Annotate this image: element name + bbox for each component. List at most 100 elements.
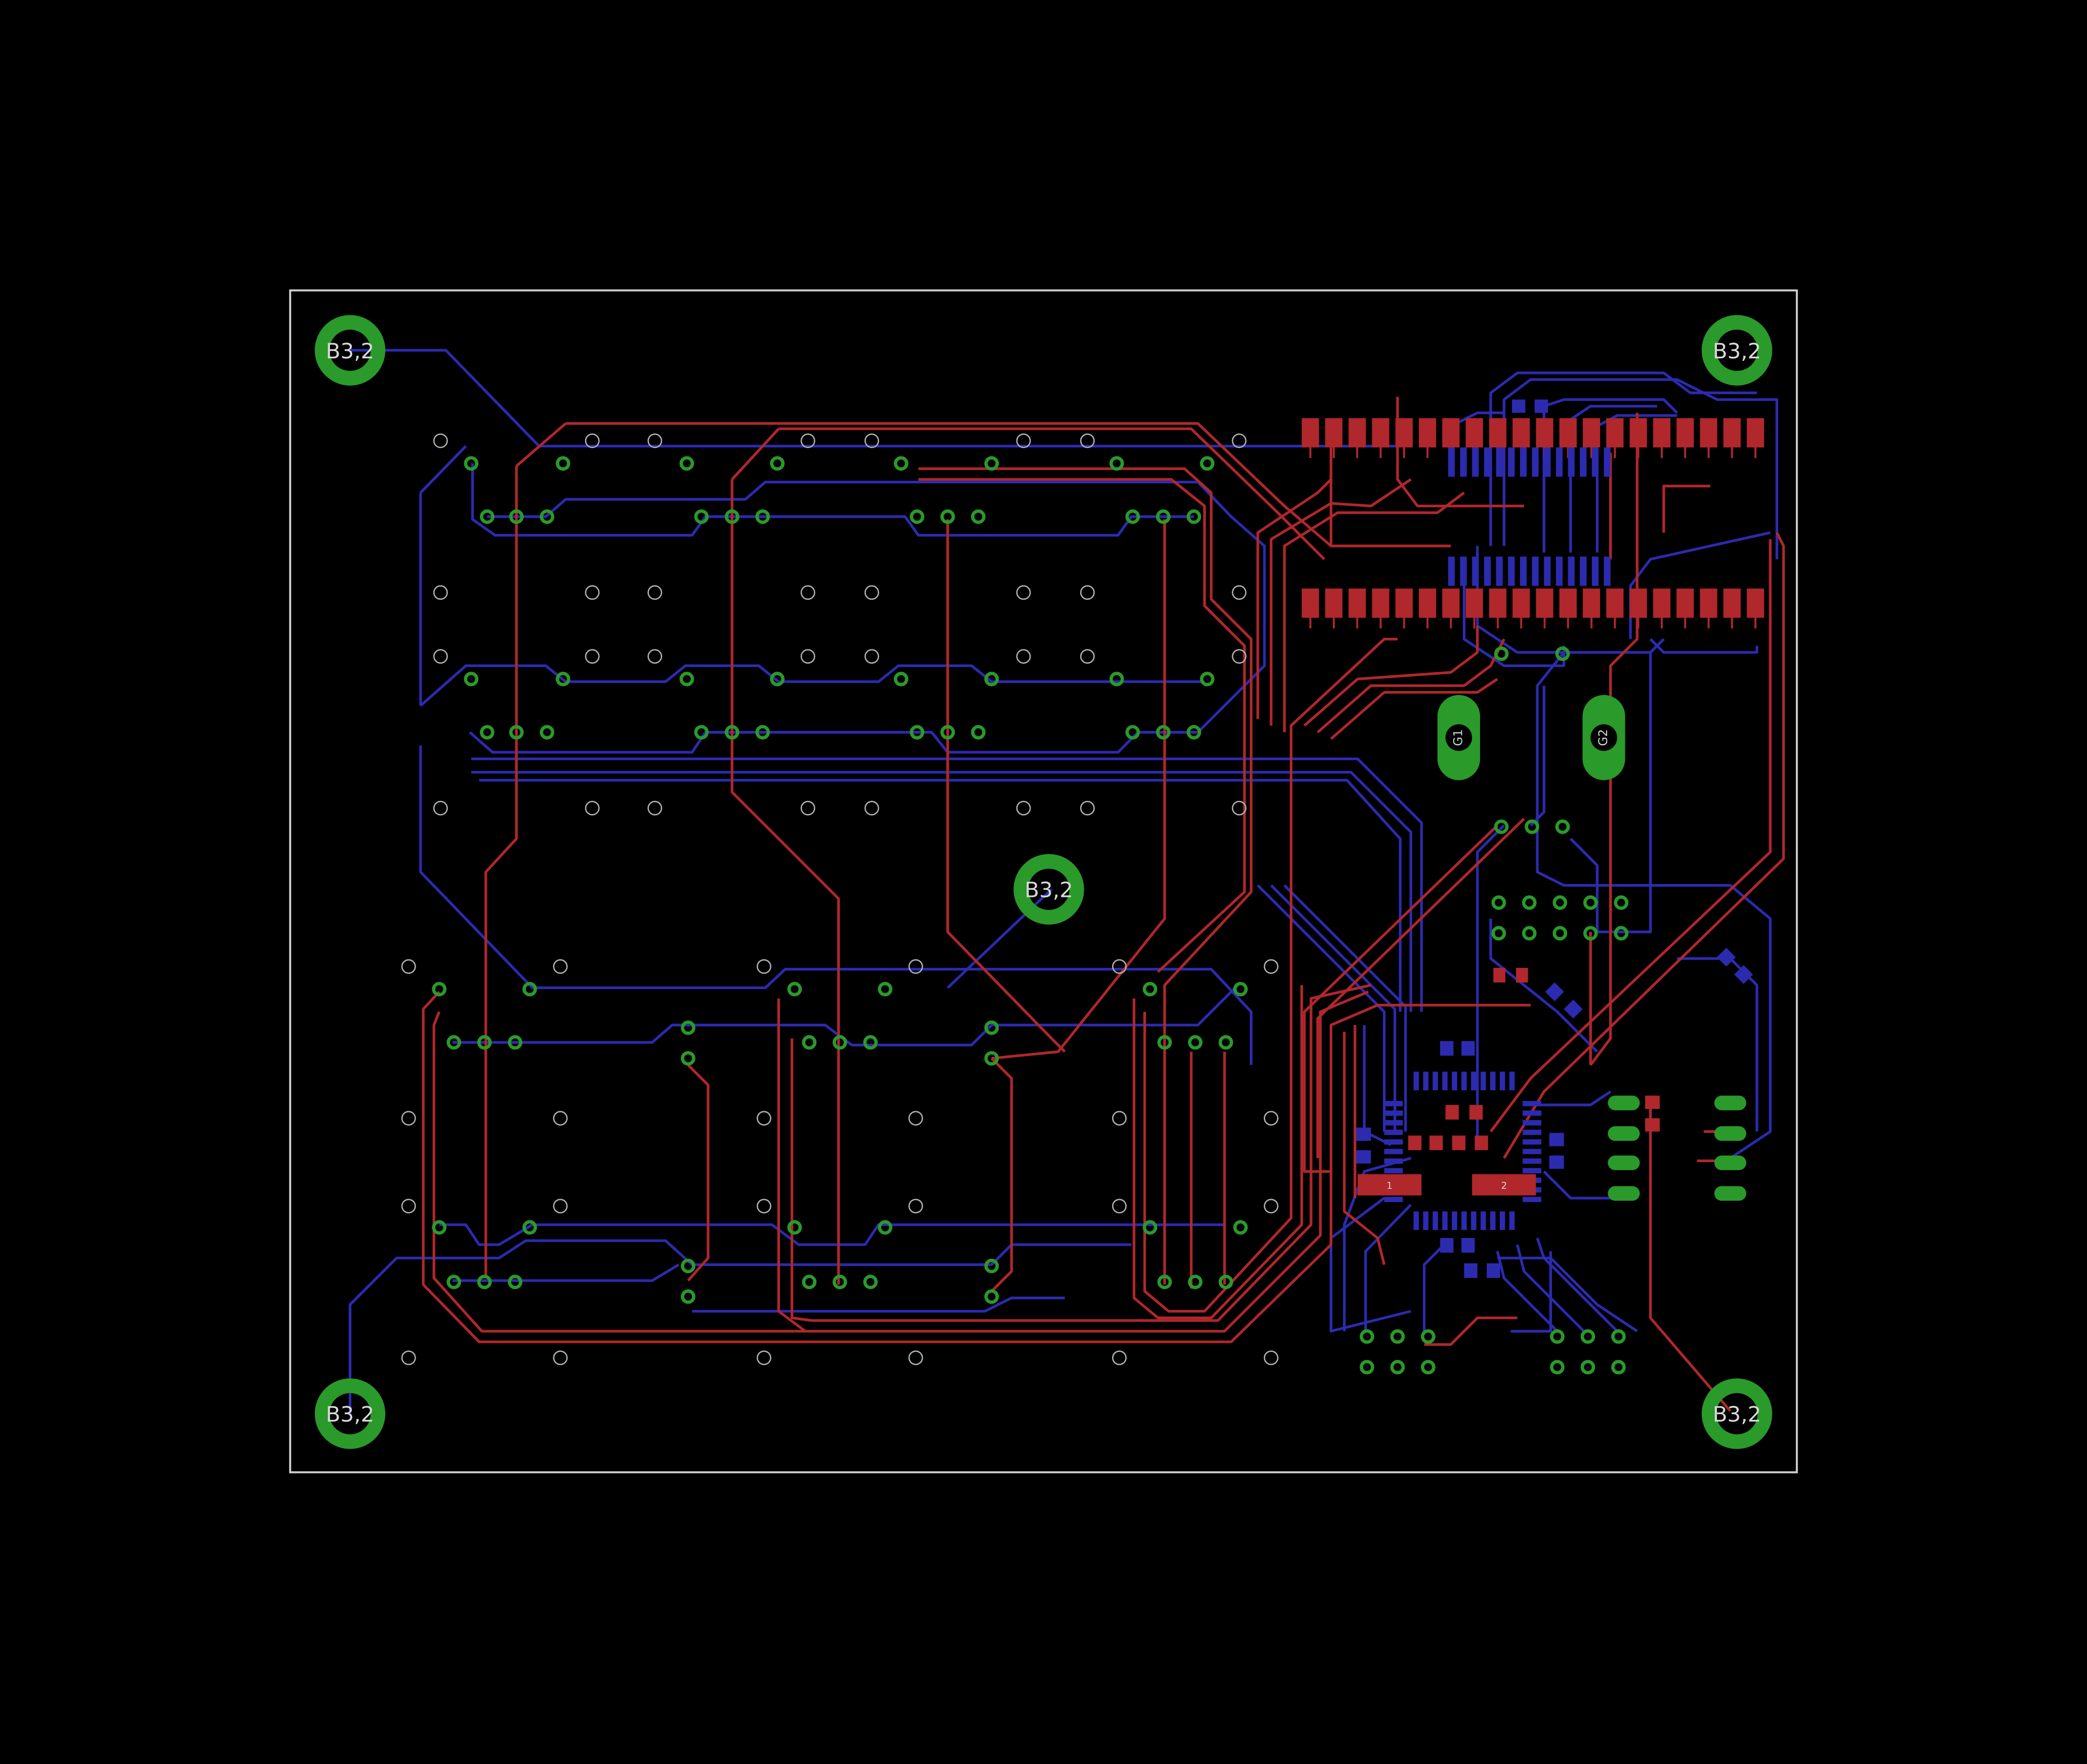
header-bottom-pad <box>1372 588 1389 618</box>
through-hole-pad <box>984 1258 999 1274</box>
resistor-r2-label: 2 <box>1501 1181 1507 1192</box>
header-bottom-pad <box>1465 588 1483 618</box>
through-hole-pad <box>1525 819 1539 834</box>
header-top-pad <box>1395 418 1413 447</box>
qfp-pad <box>1461 1211 1467 1230</box>
through-hole-pad <box>755 725 770 740</box>
mounting-hole-label: B3,2 <box>326 1402 375 1427</box>
header-bottom-pad <box>1700 588 1717 618</box>
through-hole-pad <box>878 981 892 997</box>
through-hole-pad <box>1125 509 1140 524</box>
qfp-pad <box>1384 1139 1403 1145</box>
header-top-pad <box>1512 418 1530 447</box>
qfp-pad <box>1523 1168 1541 1174</box>
through-hole-pad <box>1186 509 1201 524</box>
qfp-pad <box>1490 1072 1496 1091</box>
through-hole-pad <box>971 725 986 740</box>
smd-strip-pad <box>1448 447 1455 477</box>
smd-strip-pad <box>1556 447 1563 477</box>
qfp-pad <box>1523 1148 1541 1155</box>
through-hole-pad <box>1157 1275 1172 1289</box>
smd-components: 1 2 <box>1356 399 1753 1278</box>
header-bottom-pad <box>1489 588 1507 618</box>
through-hole-pad <box>1580 1329 1595 1344</box>
header-top-pad <box>1419 418 1437 447</box>
through-hole-pad <box>432 1220 447 1235</box>
mounting-hole-label: B3,2 <box>326 339 375 363</box>
header-bottom-pad <box>1348 588 1366 618</box>
header-bottom-pad <box>1301 588 1319 618</box>
qfp-pad <box>1413 1072 1419 1091</box>
qfp-pad <box>1442 1072 1448 1091</box>
through-hole-pad <box>1552 926 1568 941</box>
header-top-pad <box>1559 418 1577 447</box>
qfp-pad <box>1471 1211 1477 1230</box>
qfp-pad <box>1499 1211 1505 1230</box>
mounting-hole-top-right: B3,2 <box>1701 315 1773 386</box>
resistor-r1 <box>1358 1174 1422 1196</box>
through-hole-pad <box>446 1275 461 1289</box>
through-hole-pad <box>984 1051 999 1066</box>
through-hole-pad <box>755 509 770 524</box>
header-bottom-pad <box>1723 588 1741 618</box>
through-hole-pad <box>1611 1329 1626 1344</box>
through-hole-pad <box>832 1275 847 1289</box>
through-hole-pad <box>1186 725 1201 740</box>
through-hole-pad <box>679 672 694 686</box>
through-hole-pad <box>540 509 555 524</box>
qfp-pad <box>1461 1072 1467 1091</box>
top-copper-layer <box>422 397 1785 1412</box>
qfp-pad <box>1384 1197 1403 1202</box>
qfp-pad <box>1490 1211 1496 1230</box>
through-hole-pad <box>724 725 740 740</box>
smd-strip-pad <box>1472 447 1479 477</box>
through-hole-pad <box>1494 646 1509 661</box>
through-hole-pad <box>787 981 802 997</box>
through-hole-pad <box>1142 981 1158 997</box>
smd-strip-pad <box>1472 556 1479 586</box>
resistor-r1-label: 1 <box>1386 1181 1393 1192</box>
through-hole-pad <box>477 1035 492 1050</box>
qfp-pad <box>1481 1072 1486 1091</box>
through-hole-pad <box>1611 1360 1626 1375</box>
qfp-pad <box>1384 1110 1403 1116</box>
through-hole-pad <box>910 509 925 524</box>
through-hole-pad <box>1550 1360 1565 1375</box>
through-hole-pad <box>1583 926 1598 941</box>
header-bottom-pad <box>1746 588 1765 618</box>
through-hole-pad <box>940 509 955 524</box>
through-hole-pad <box>724 509 740 524</box>
through-hole-pad <box>984 1020 999 1035</box>
through-hole-pad <box>464 672 479 686</box>
through-hole-pad <box>540 725 555 740</box>
through-hole-pad <box>1109 456 1124 471</box>
header-top-pad <box>1653 418 1670 447</box>
through-hole-pad <box>832 1035 847 1050</box>
through-hole-pad <box>1218 1035 1234 1050</box>
qfp-pad <box>1384 1101 1403 1106</box>
qfp-pad <box>1423 1072 1428 1091</box>
through-hole-pad <box>679 456 694 471</box>
through-hole-pad <box>508 1275 522 1289</box>
header-bottom-pad <box>1325 588 1343 618</box>
through-hole-pad <box>477 1275 492 1289</box>
through-hole-pad <box>1421 1329 1436 1344</box>
mounting-hole-label: B3,2 <box>1025 878 1073 902</box>
qfp-pad <box>1481 1211 1486 1230</box>
smd-strip-pad <box>1520 556 1527 586</box>
smd-strip-pad <box>1604 447 1611 477</box>
header-bottom-pad <box>1606 588 1624 618</box>
header-top-pad <box>1700 418 1717 447</box>
through-hole-pad <box>1491 926 1506 941</box>
qfp-pad <box>1509 1211 1515 1230</box>
header-top-pad <box>1676 418 1694 447</box>
through-hole-pad <box>770 672 785 686</box>
through-hole-pad <box>1390 1360 1405 1375</box>
smd-strip-pad <box>1484 556 1491 586</box>
qfp-pad <box>1452 1072 1457 1091</box>
smd-strip-pad <box>1568 447 1575 477</box>
through-hole-pad <box>1200 456 1215 471</box>
through-hole-pad <box>694 509 709 524</box>
smd-strip-pad <box>1556 556 1563 586</box>
